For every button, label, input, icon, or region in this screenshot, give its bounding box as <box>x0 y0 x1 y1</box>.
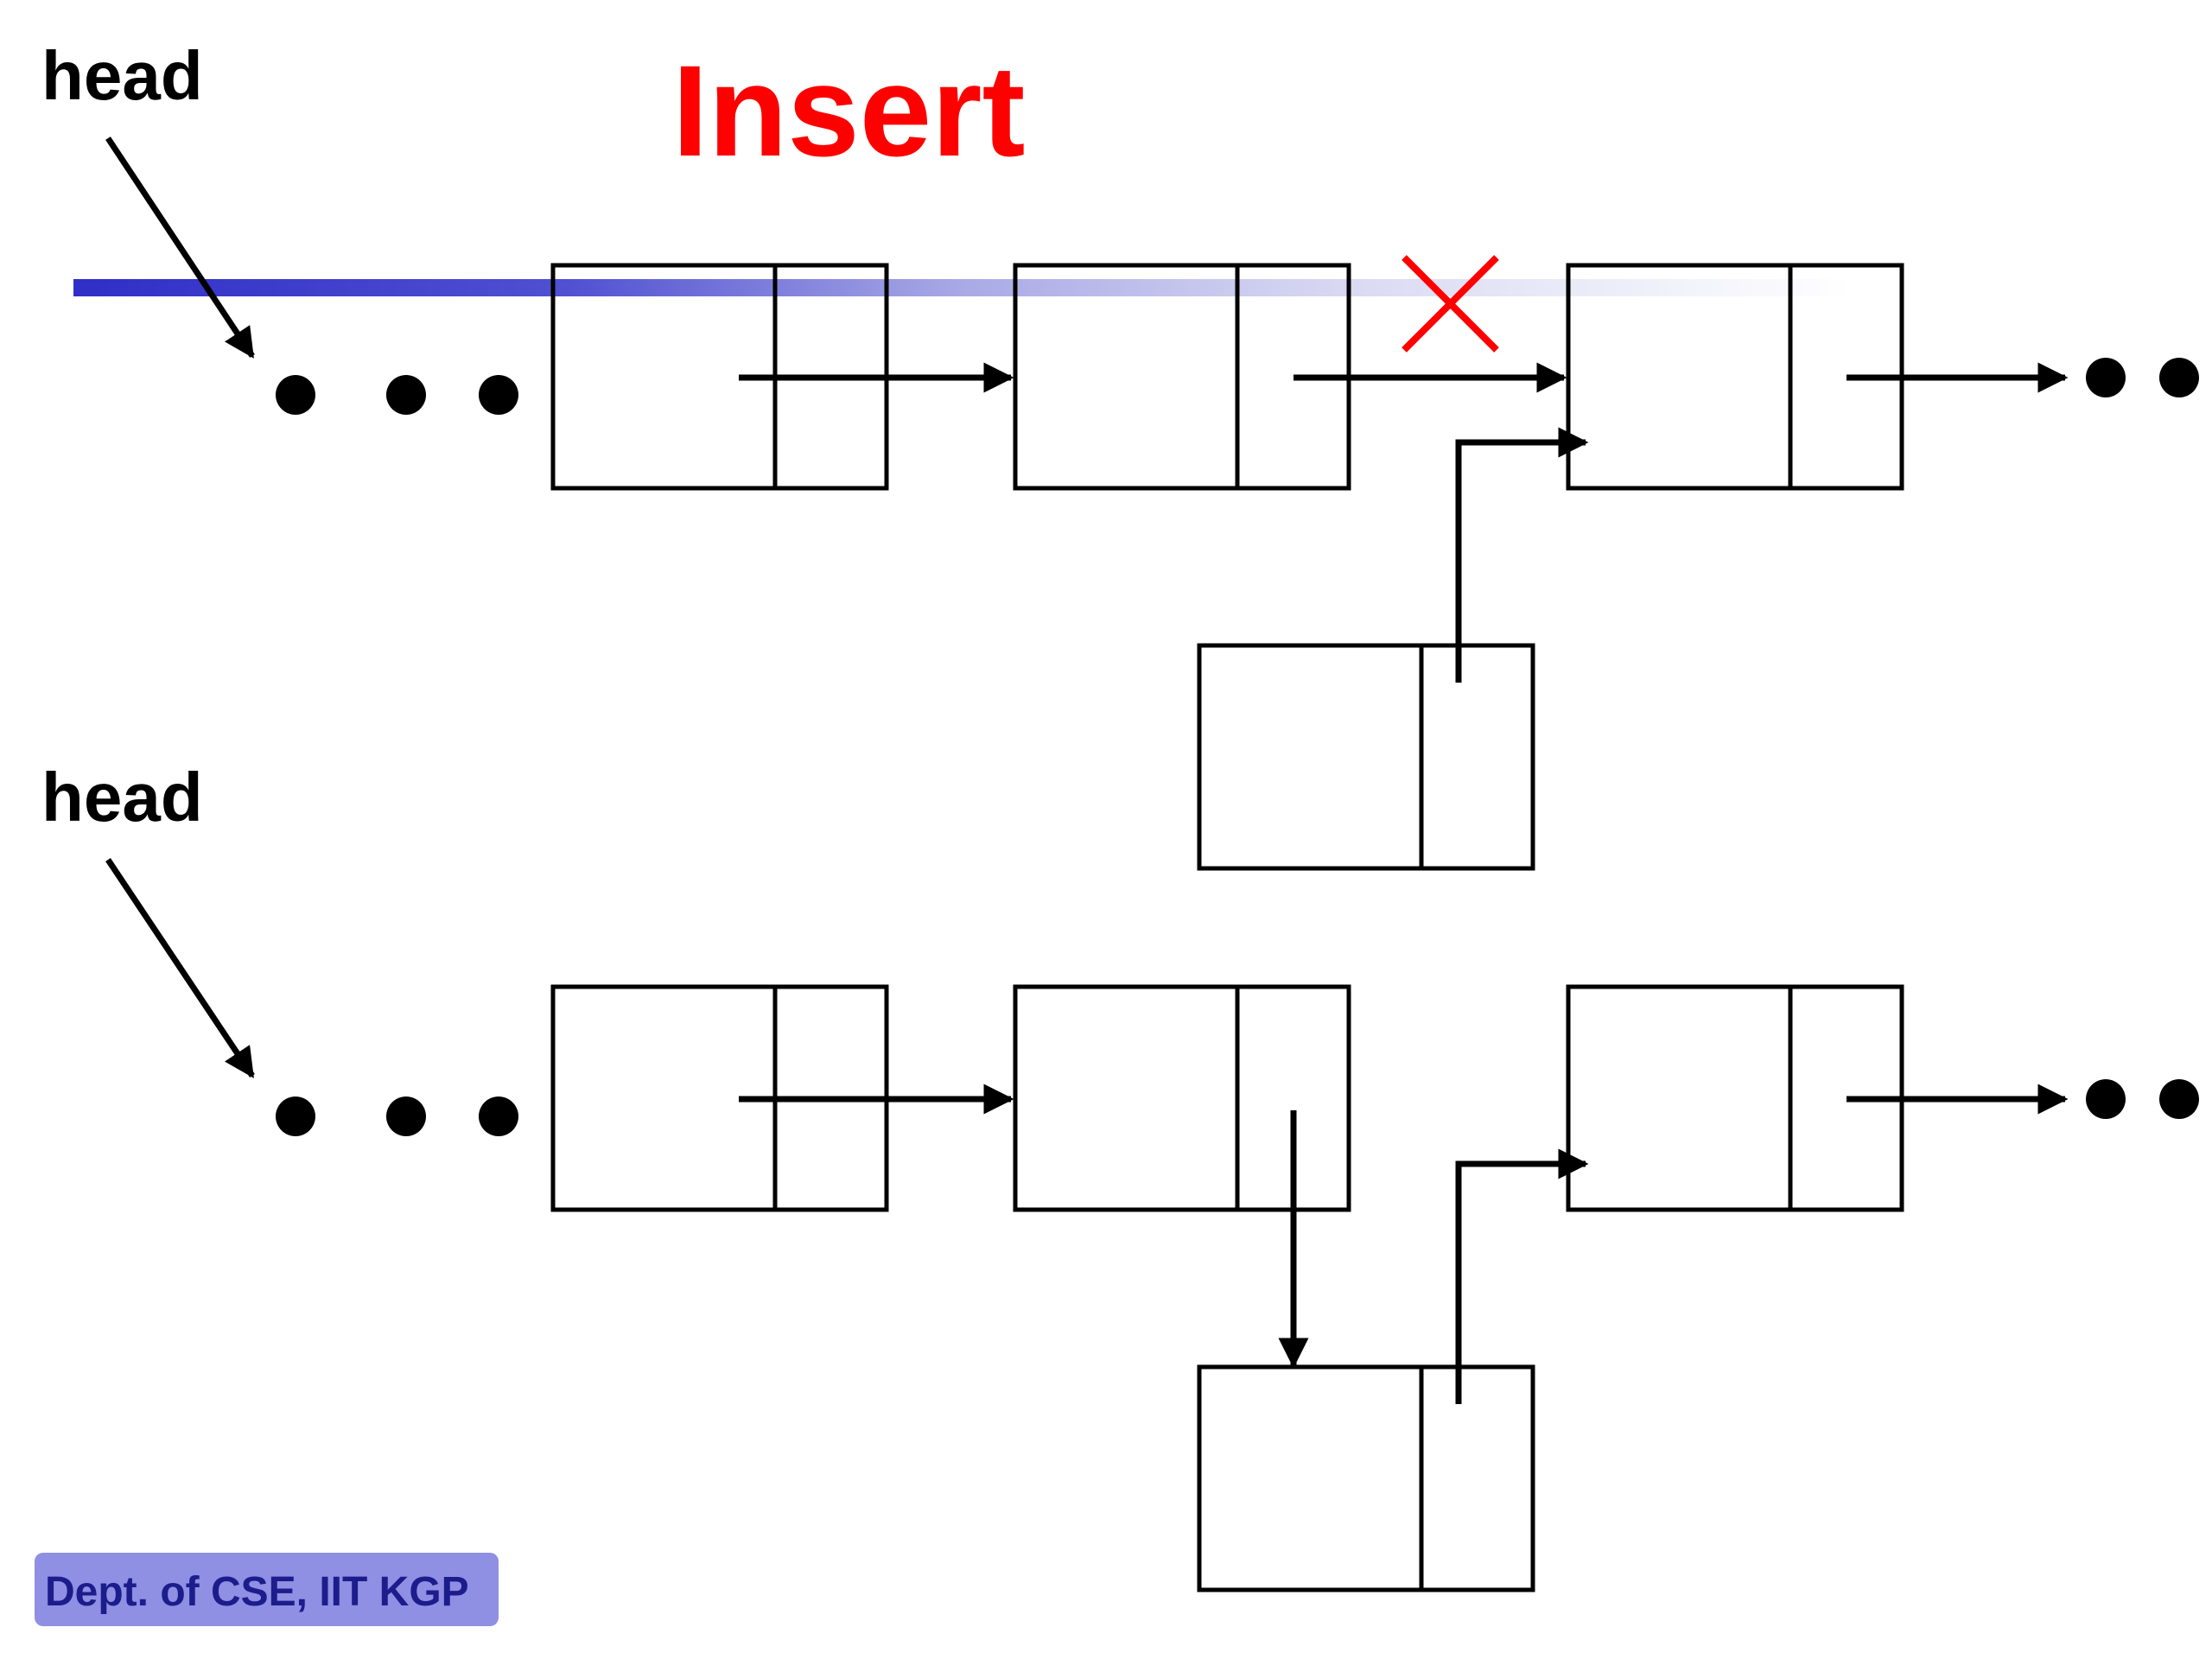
diagram-before: head <box>41 37 2199 871</box>
footer-text: Dept. of CSE, IIT KGP <box>45 1569 469 1615</box>
footer-badge <box>35 1553 499 1626</box>
ellipsis-dots <box>2086 358 2199 397</box>
title-rule <box>73 279 2048 296</box>
head-pointer-arrow <box>105 137 255 359</box>
head-label: head <box>41 759 203 836</box>
ellipsis-dots <box>276 375 518 415</box>
list-node <box>1013 984 1351 1212</box>
head-pointer-arrow <box>105 858 255 1078</box>
cross-mark-icon <box>1402 255 1499 353</box>
new-node-pointer-arrow <box>1455 427 1589 683</box>
new-node-pointer-arrow <box>1455 1148 1589 1404</box>
ellipsis-dots <box>276 1096 518 1136</box>
new-node <box>1197 643 1535 871</box>
diagram-after: head <box>41 759 2199 1592</box>
new-node <box>1197 1364 1535 1592</box>
head-label: head <box>41 37 203 114</box>
ellipsis-dots <box>2086 1079 2199 1119</box>
slide-title: Insert <box>672 38 1025 183</box>
